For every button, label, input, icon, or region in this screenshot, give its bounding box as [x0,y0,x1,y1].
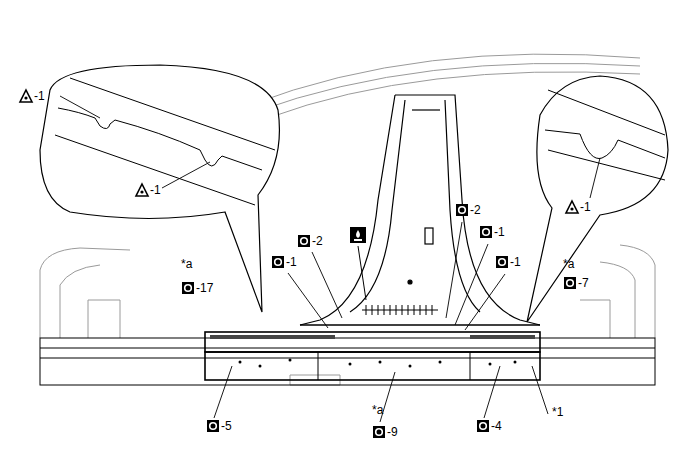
callout-number: -2 [312,234,323,248]
weld-symbol [456,204,468,216]
weld-symbol [301,238,308,245]
callout-number: -1 [494,225,505,239]
weld-symbol [24,96,27,99]
weld-symbol [459,207,466,214]
callout-number: -1 [150,183,161,197]
callout-number: -9 [387,425,398,439]
weld-symbol [483,229,490,236]
note-mark: *a [372,403,383,417]
weld-symbol [210,423,217,430]
weld-symbol [373,426,385,438]
weld-symbol [570,207,573,210]
callout-number: -1 [580,200,591,214]
weld-symbol [496,256,508,268]
weld-symbol [477,420,489,432]
weld-symbol [376,429,383,436]
weld-symbol [185,285,192,292]
weld-symbol [140,190,143,193]
weld-symbol [20,90,32,102]
note-mark: *1 [552,405,563,419]
weld-symbol [182,282,194,294]
weld-symbol [207,420,219,432]
weld-symbol [480,226,492,238]
callout-number: -5 [221,419,232,433]
weld-symbol [275,259,282,266]
callout-number: -4 [491,419,502,433]
callout-number: -17 [196,281,213,295]
callout-number: -1 [34,89,45,103]
weld-symbol [567,280,574,287]
callout-number: -1 [510,255,521,269]
callout-number: -2 [470,203,481,217]
weld-symbol [499,259,506,266]
weld-symbol [298,235,310,247]
weld-symbol [566,201,578,213]
symbol-icons [20,90,578,438]
weld-symbol [564,277,576,289]
note-mark: *a [563,257,574,271]
callout-number: -1 [286,255,297,269]
weld-symbol [480,423,487,430]
weld-symbol [272,256,284,268]
weld-symbol [136,184,148,196]
note-mark: *a [181,257,192,271]
callout-number: -7 [578,276,589,290]
